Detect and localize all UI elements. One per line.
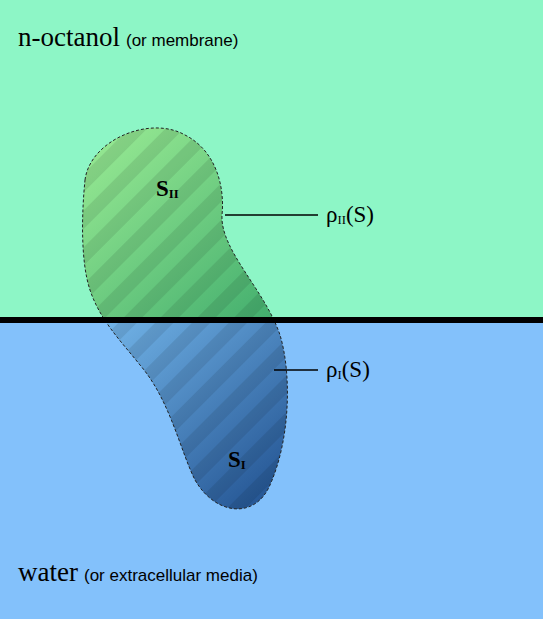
- surface-label: SII: [156, 177, 179, 200]
- density-label: ρI(S): [326, 357, 370, 382]
- octanol-band: n-octanol (or membrane): [0, 0, 543, 320]
- band-caption: water (or extracellular media): [18, 557, 258, 588]
- phase-name: water: [18, 557, 78, 587]
- band-caption: n-octanol (or membrane): [18, 22, 238, 53]
- leader-line: [225, 214, 318, 216]
- leader-line: [274, 369, 318, 371]
- label-holder: ρII(S): [326, 202, 374, 227]
- phase-note: (or extracellular media): [84, 566, 258, 585]
- text-holder: SI: [228, 448, 246, 471]
- text-holder: SII: [156, 177, 179, 200]
- interface-line: [0, 317, 543, 323]
- label-holder: ρI(S): [326, 357, 370, 382]
- density-label: ρII(S): [326, 202, 374, 227]
- surface-label: SI: [228, 448, 246, 471]
- phase-note: (or membrane): [126, 31, 238, 50]
- phase-name: n-octanol: [18, 22, 120, 52]
